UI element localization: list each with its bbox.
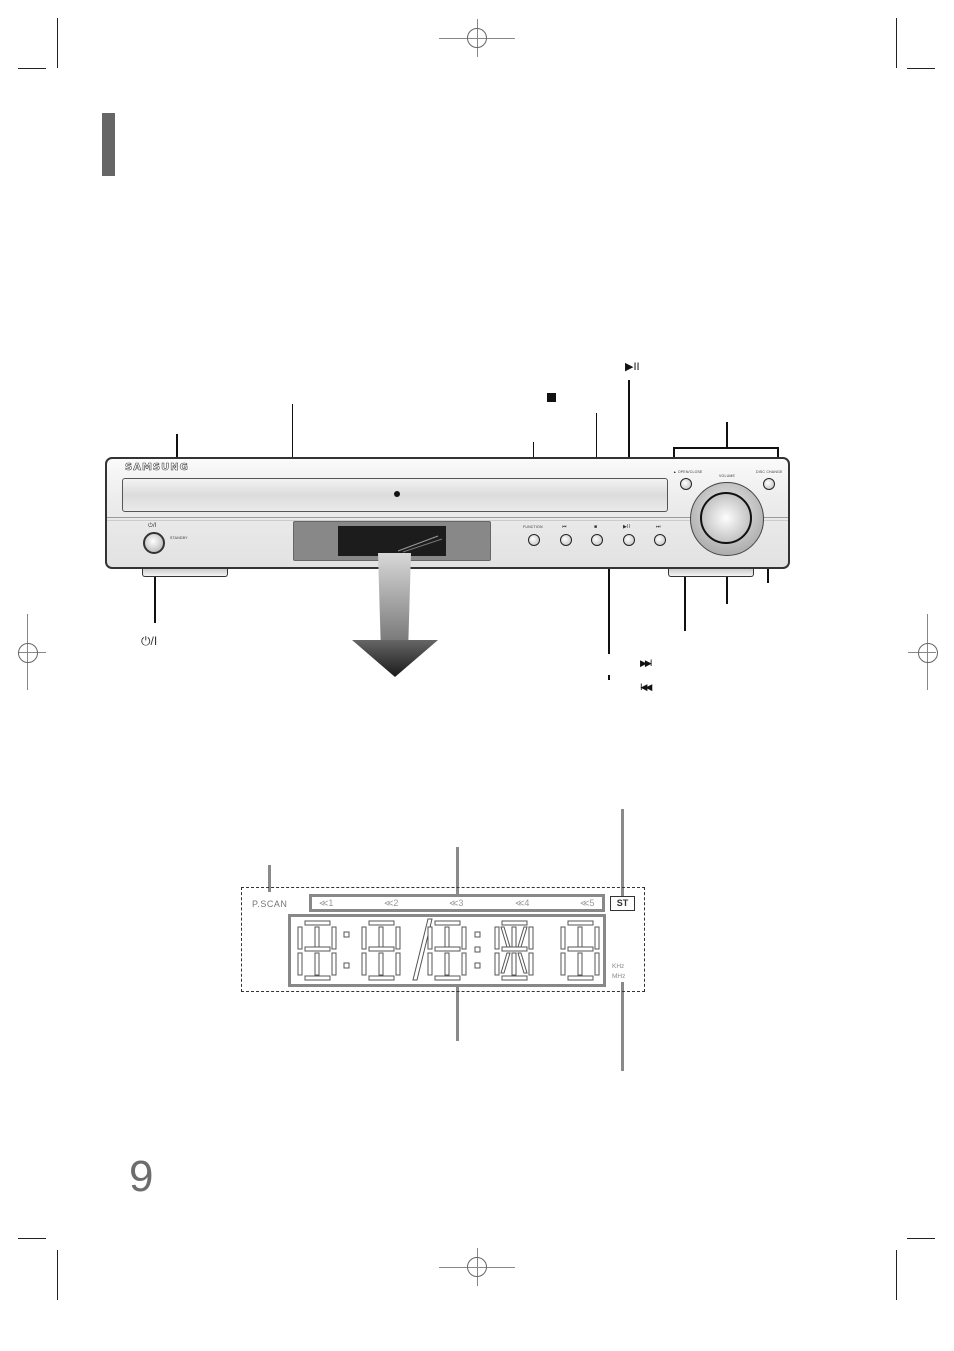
function-label: FUNCTION [523,525,543,529]
front-display-diagram [241,887,645,992]
skip-forward-label: ⏭ [656,524,661,530]
skip-back-button[interactable] [560,534,572,546]
crop-mark-bottom-right-h [907,1238,935,1239]
crop-mark-bottom-left-v [57,1250,58,1300]
leader-disc-tray [292,404,293,494]
disc-change-label: DISC CHANGE [756,470,783,474]
skip-back-icon: I◀◀ [640,682,652,692]
disc-change-button[interactable] [763,478,775,490]
disc-indicator-1: ≪1 [319,898,334,908]
power-icon: ⏻/I [141,634,158,648]
registration-circle-left [18,643,38,663]
display-screen [338,526,446,556]
panel-divider [107,517,788,518]
leader-segment-display [456,987,459,1041]
play-pause-label: ▶II [623,524,631,530]
power-button[interactable] [143,532,165,554]
leader-skip-tick [608,675,610,680]
page-number: 9 [129,1152,154,1201]
crop-mark-bottom-right-v [896,1250,897,1300]
stop-button[interactable] [591,534,603,546]
volume-knob[interactable] [690,482,764,556]
leader-stereo [621,809,624,896]
open-close-label: ▲ OPEN/CLOSE [673,470,703,474]
leader-power [154,540,156,623]
function-button[interactable] [528,534,540,546]
section-marker-bar [102,113,115,176]
pscan-indicator: P.SCAN [252,899,288,909]
disc-indicator-4: ≪4 [515,898,530,908]
leader-disc-indicators [456,847,459,894]
khz-indicator: KHz [612,963,625,970]
standby-label: STANDBY [170,536,188,540]
disc-indicator-5: ≪5 [580,898,595,908]
stop-label: ■ [594,524,598,530]
skip-back-label: ⏮ [562,524,567,530]
skip-forward-button[interactable] [654,534,666,546]
disc-indicator-bar: ≪1 ≪2 ≪3 ≪4 ≪5 [309,894,605,912]
stop-icon [547,393,556,402]
crop-mark-top-right-v [896,18,897,68]
open-close-button[interactable] [680,478,692,490]
power-button-label: ⏻/I [148,523,157,529]
down-arrow-shaft [378,553,411,641]
mhz-indicator: MHz [612,973,626,980]
segment-display [288,914,606,987]
down-arrow-icon [352,640,438,677]
crop-mark-bottom-left-h [18,1238,46,1239]
leader-top-buttons [726,422,728,447]
frequency-units: KHz MHz [612,962,625,982]
device-foot-right [668,569,754,577]
crop-mark-top-right-h [907,68,935,69]
front-panel-device: SAMSUNG ⏻/I STANDBY FUNCTION ⏮ ■ ▶II ⏭ ▲… [105,457,790,569]
stereo-indicator: ST [610,896,635,911]
crop-mark-top-left-h [18,68,46,69]
volume-knob-inner[interactable] [700,492,752,544]
registration-circle-right [918,643,938,663]
skip-forward-icon: ▶▶I [640,658,652,668]
samsung-logo: SAMSUNG [125,462,189,474]
panel-divider-2 [107,520,788,521]
volume-label: VOLUME [719,474,735,478]
leader-pscan [268,865,271,892]
registration-circle-top [467,28,487,48]
disc-indicator-3: ≪3 [449,898,464,908]
disc-indicator-2: ≪2 [384,898,399,908]
play-pause-icon: ▶II [625,361,640,373]
segment-digits-icon [297,918,600,981]
display-glare-icon [397,535,443,553]
registration-circle-bottom [467,1257,487,1277]
crop-mark-top-left-v [57,18,58,68]
leader-skip [608,549,610,654]
disc-tray-indicator [394,491,400,497]
leader-units [621,982,624,1071]
device-foot-left [142,569,228,577]
play-pause-button[interactable] [623,534,635,546]
